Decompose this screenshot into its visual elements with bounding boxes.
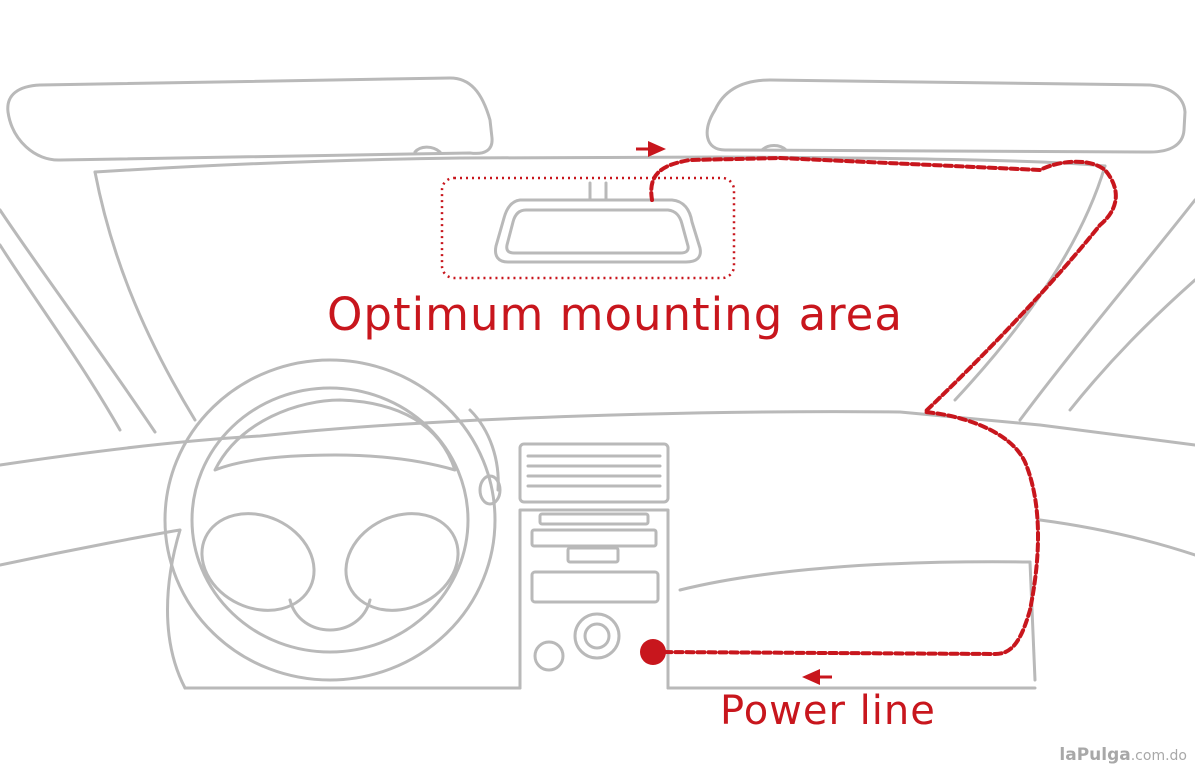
right-visor-clip	[760, 144, 788, 152]
glovebox-top	[678, 560, 1032, 592]
mounting-area-box	[440, 176, 736, 280]
left-a-pillar-outer	[0, 208, 157, 434]
rear-view-mirror	[494, 198, 702, 264]
left-visor-clip	[413, 145, 442, 154]
console-strip	[538, 512, 650, 526]
arrow-left-icon	[802, 669, 832, 685]
steering-wheel-spoke	[288, 598, 372, 632]
right-side-window	[1068, 278, 1195, 412]
steering-wheel-hub-top	[213, 398, 457, 472]
console-small-knob	[533, 640, 565, 672]
left-a-pillar-inner	[93, 170, 197, 422]
windshield-top-edge	[93, 155, 1107, 174]
watermark-brand: laPulga	[1059, 745, 1131, 765]
radio-display	[566, 546, 620, 564]
watermark-suffix: .com.do	[1130, 748, 1187, 764]
mounting-area-label: Optimum mounting area	[327, 288, 903, 341]
mirror-glass	[505, 208, 690, 255]
steering-wheel-inner-rim	[190, 386, 470, 654]
console-knob	[573, 612, 621, 660]
steering-wheel-rim	[163, 358, 497, 682]
center-console	[518, 508, 670, 690]
steering-wheel-left-grip	[200, 512, 316, 612]
left-sun-visor	[6, 76, 494, 162]
console-buttons	[530, 528, 658, 548]
vent-slats	[526, 454, 662, 488]
mirror-mount	[588, 181, 608, 202]
left-door-line	[166, 528, 187, 690]
right-a-pillar-inner	[953, 164, 1107, 402]
site-watermark: laPulga.com.do	[1059, 745, 1187, 765]
dashboard-left-edge	[0, 528, 182, 567]
car-outline	[0, 76, 1195, 690]
console-slot	[530, 570, 660, 604]
dashboard-right-edge	[1038, 518, 1195, 557]
stalk-lever	[478, 474, 502, 506]
steering-wheel-right-grip	[344, 512, 460, 612]
glovebox-side	[1028, 560, 1037, 682]
right-a-pillar-outer	[1018, 198, 1195, 422]
power-socket-icon	[640, 639, 666, 665]
left-side-window	[0, 243, 122, 432]
power-line-route	[649, 156, 1118, 656]
right-sun-visor	[705, 78, 1187, 154]
center-vent	[518, 442, 670, 504]
dashboard-top	[0, 410, 1195, 467]
arrow-right-icon	[636, 141, 666, 157]
power-line-label: Power line	[720, 688, 936, 734]
console-knob-inner	[583, 622, 611, 650]
